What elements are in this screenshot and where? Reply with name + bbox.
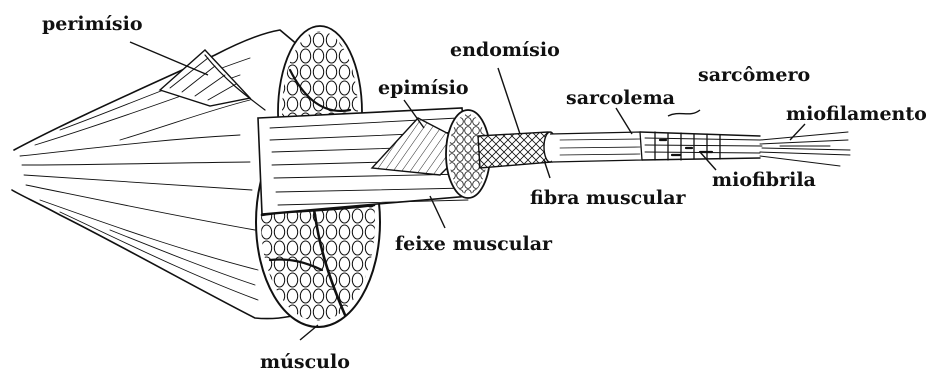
label-musculo: músculo (260, 351, 350, 373)
label-perimisio: perimísio (42, 13, 143, 35)
label-miofibrila: miofibrila (712, 169, 816, 191)
label-fibra-muscular: fibra muscular (530, 187, 687, 209)
fascicle (258, 108, 490, 214)
myofilaments (760, 132, 850, 166)
leader-sarcomero (668, 110, 700, 116)
leader-musculo (300, 325, 318, 340)
muscle-fiber (478, 132, 642, 168)
perimysium-flap (160, 50, 265, 110)
label-sarcolema: sarcolema (566, 87, 675, 109)
label-sarcomero: sarcômero (698, 64, 810, 86)
label-epimisio: epimísio (378, 77, 469, 99)
leader-sarcolema (616, 108, 632, 134)
label-miofilamento: miofilamento (786, 103, 927, 125)
leader-miofibrila (700, 152, 716, 170)
leader-miofilamento (790, 124, 805, 140)
label-endomisio: endomísio (450, 39, 560, 61)
leader-endomisio (498, 68, 520, 134)
myofibril-bundle (640, 132, 762, 160)
label-feixe-muscular: feixe muscular (395, 233, 553, 255)
